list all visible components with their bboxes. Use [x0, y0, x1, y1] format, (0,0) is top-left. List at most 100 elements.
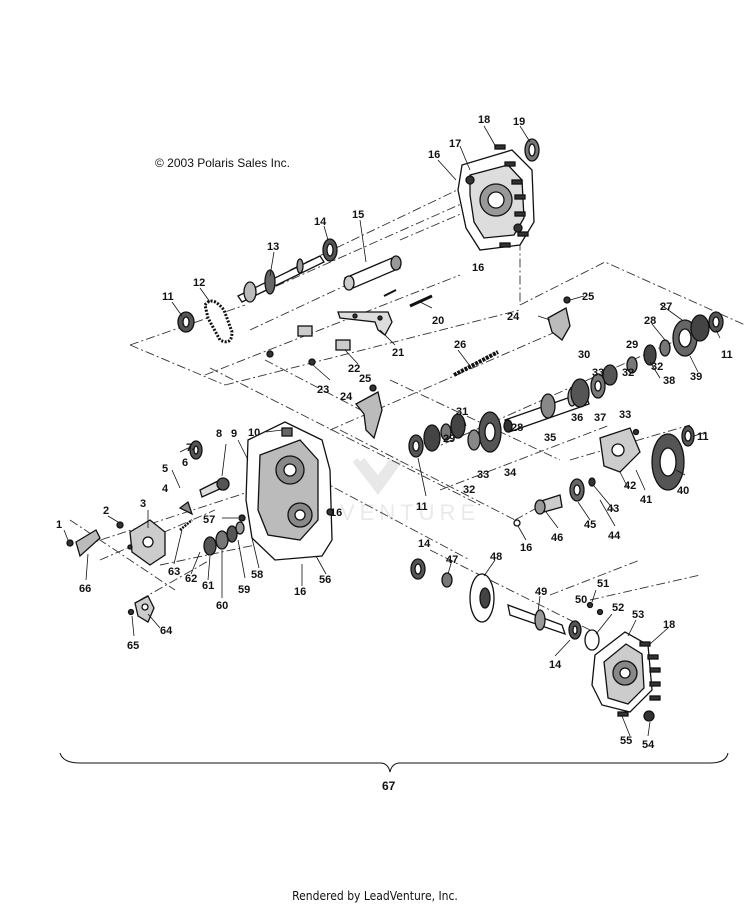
part-15-shaft [343, 255, 402, 291]
bearing-14-top [322, 238, 338, 262]
callout-27: 27 [660, 301, 672, 313]
gear-40 [651, 425, 695, 491]
callout-1: 1 [56, 519, 62, 531]
callout-59: 59 [238, 584, 250, 596]
callout-37: 37 [594, 412, 606, 424]
copyright-notice: © 2003 Polaris Sales Inc. [155, 156, 290, 170]
callout-60: 60 [216, 600, 228, 612]
parts-57-62 [203, 514, 246, 556]
brake-disc-48 [469, 573, 495, 623]
callout-46: 46 [551, 532, 563, 544]
callout-61: 61 [202, 580, 214, 592]
callout-11: 11 [416, 501, 428, 513]
parts-43-46 [513, 477, 596, 527]
callout-14: 14 [314, 216, 327, 228]
output-shaft-49 [507, 601, 604, 651]
part-22-bushings [266, 325, 351, 366]
callout-57: 57 [203, 514, 215, 526]
callout-28: 28 [511, 422, 523, 434]
callout-14: 14 [549, 659, 562, 671]
callout-50: 50 [575, 594, 587, 606]
callout-7: 7 [186, 442, 192, 454]
callout-28: 28 [644, 315, 656, 327]
shift-fork-upper [547, 296, 571, 341]
callout-16: 16 [472, 262, 484, 274]
leader-lines [63, 125, 721, 737]
callout-24: 24 [507, 311, 520, 323]
callout-41: 41 [640, 494, 652, 506]
callout-34: 34 [504, 467, 517, 479]
callout-33: 33 [592, 367, 604, 379]
bearing-14-lower [410, 558, 453, 588]
callout-23: 23 [317, 384, 329, 396]
callout-12: 12 [193, 277, 205, 289]
callout-48: 48 [490, 551, 502, 563]
assembly-bracket [59, 752, 729, 773]
callout-20: 20 [432, 315, 444, 327]
callout-5: 5 [162, 463, 168, 475]
front-cover-bolts [617, 641, 661, 722]
callout-11: 11 [721, 349, 733, 361]
callout-43: 43 [607, 503, 619, 515]
callouts: 18 19 17 16 16 14 15 13 12 11 20 21 22 2… [56, 114, 733, 793]
callout-32: 32 [463, 484, 475, 496]
callout-8: 8 [216, 428, 222, 440]
callout-45: 45 [584, 519, 596, 531]
idler-bracket [599, 427, 641, 473]
parts [66, 138, 724, 722]
callout-16: 16 [520, 542, 532, 554]
callout-33: 33 [619, 409, 631, 421]
callout-56: 56 [319, 574, 331, 586]
callout-52: 52 [612, 602, 624, 614]
shift-cover-plate [129, 519, 166, 566]
callout-32: 32 [622, 367, 634, 379]
callout-64: 64 [160, 625, 173, 637]
callout-14: 14 [418, 538, 431, 550]
upper-gear-stack [602, 311, 724, 386]
shift-parts-left [178, 440, 230, 531]
callout-13: 13 [267, 241, 279, 253]
callout-66: 66 [79, 583, 91, 595]
callout-42: 42 [624, 480, 636, 492]
callout-16: 16 [330, 507, 342, 519]
callout-11: 11 [162, 291, 174, 303]
callout-47: 47 [446, 554, 458, 566]
callout-16: 16 [428, 149, 440, 161]
callout-39: 39 [690, 371, 702, 383]
callout-40: 40 [677, 485, 689, 497]
callout-31: 31 [456, 406, 468, 418]
callout-65: 65 [127, 640, 139, 652]
callout-38: 38 [663, 375, 675, 387]
watermark-text: VENTURE [340, 500, 480, 525]
callout-49: 49 [535, 586, 547, 598]
callout-62: 62 [185, 573, 197, 585]
callout-29: 29 [443, 433, 455, 445]
alignment-lines [69, 159, 746, 631]
callout-21: 21 [392, 347, 404, 359]
callout-6: 6 [182, 457, 188, 469]
drive-chain [203, 299, 234, 344]
callout-11: 11 [697, 431, 709, 443]
callout-2: 2 [103, 505, 109, 517]
callout-63: 63 [168, 566, 180, 578]
footer-credit: Rendered by LeadVenture, Inc. [292, 889, 458, 903]
shift-fork-lower [355, 384, 383, 440]
callout-54: 54 [642, 739, 655, 751]
part-21-bracket [337, 311, 393, 336]
callout-9: 9 [231, 428, 237, 440]
leadventure-watermark: VENTURE [340, 458, 480, 525]
rear-cover [457, 149, 535, 251]
callout-3: 3 [140, 498, 146, 510]
gear-36-37 [570, 373, 606, 408]
callout-29: 29 [626, 339, 638, 351]
callout-33: 33 [477, 469, 489, 481]
cover-bolts [494, 144, 529, 248]
callout-25: 25 [582, 291, 594, 303]
callout-16: 16 [294, 586, 306, 598]
callout-32: 32 [651, 361, 663, 373]
input-shaft [237, 255, 325, 303]
main-gearcase [245, 421, 334, 561]
callout-30: 30 [578, 349, 590, 361]
assembly-callout-67: 67 [382, 779, 396, 793]
